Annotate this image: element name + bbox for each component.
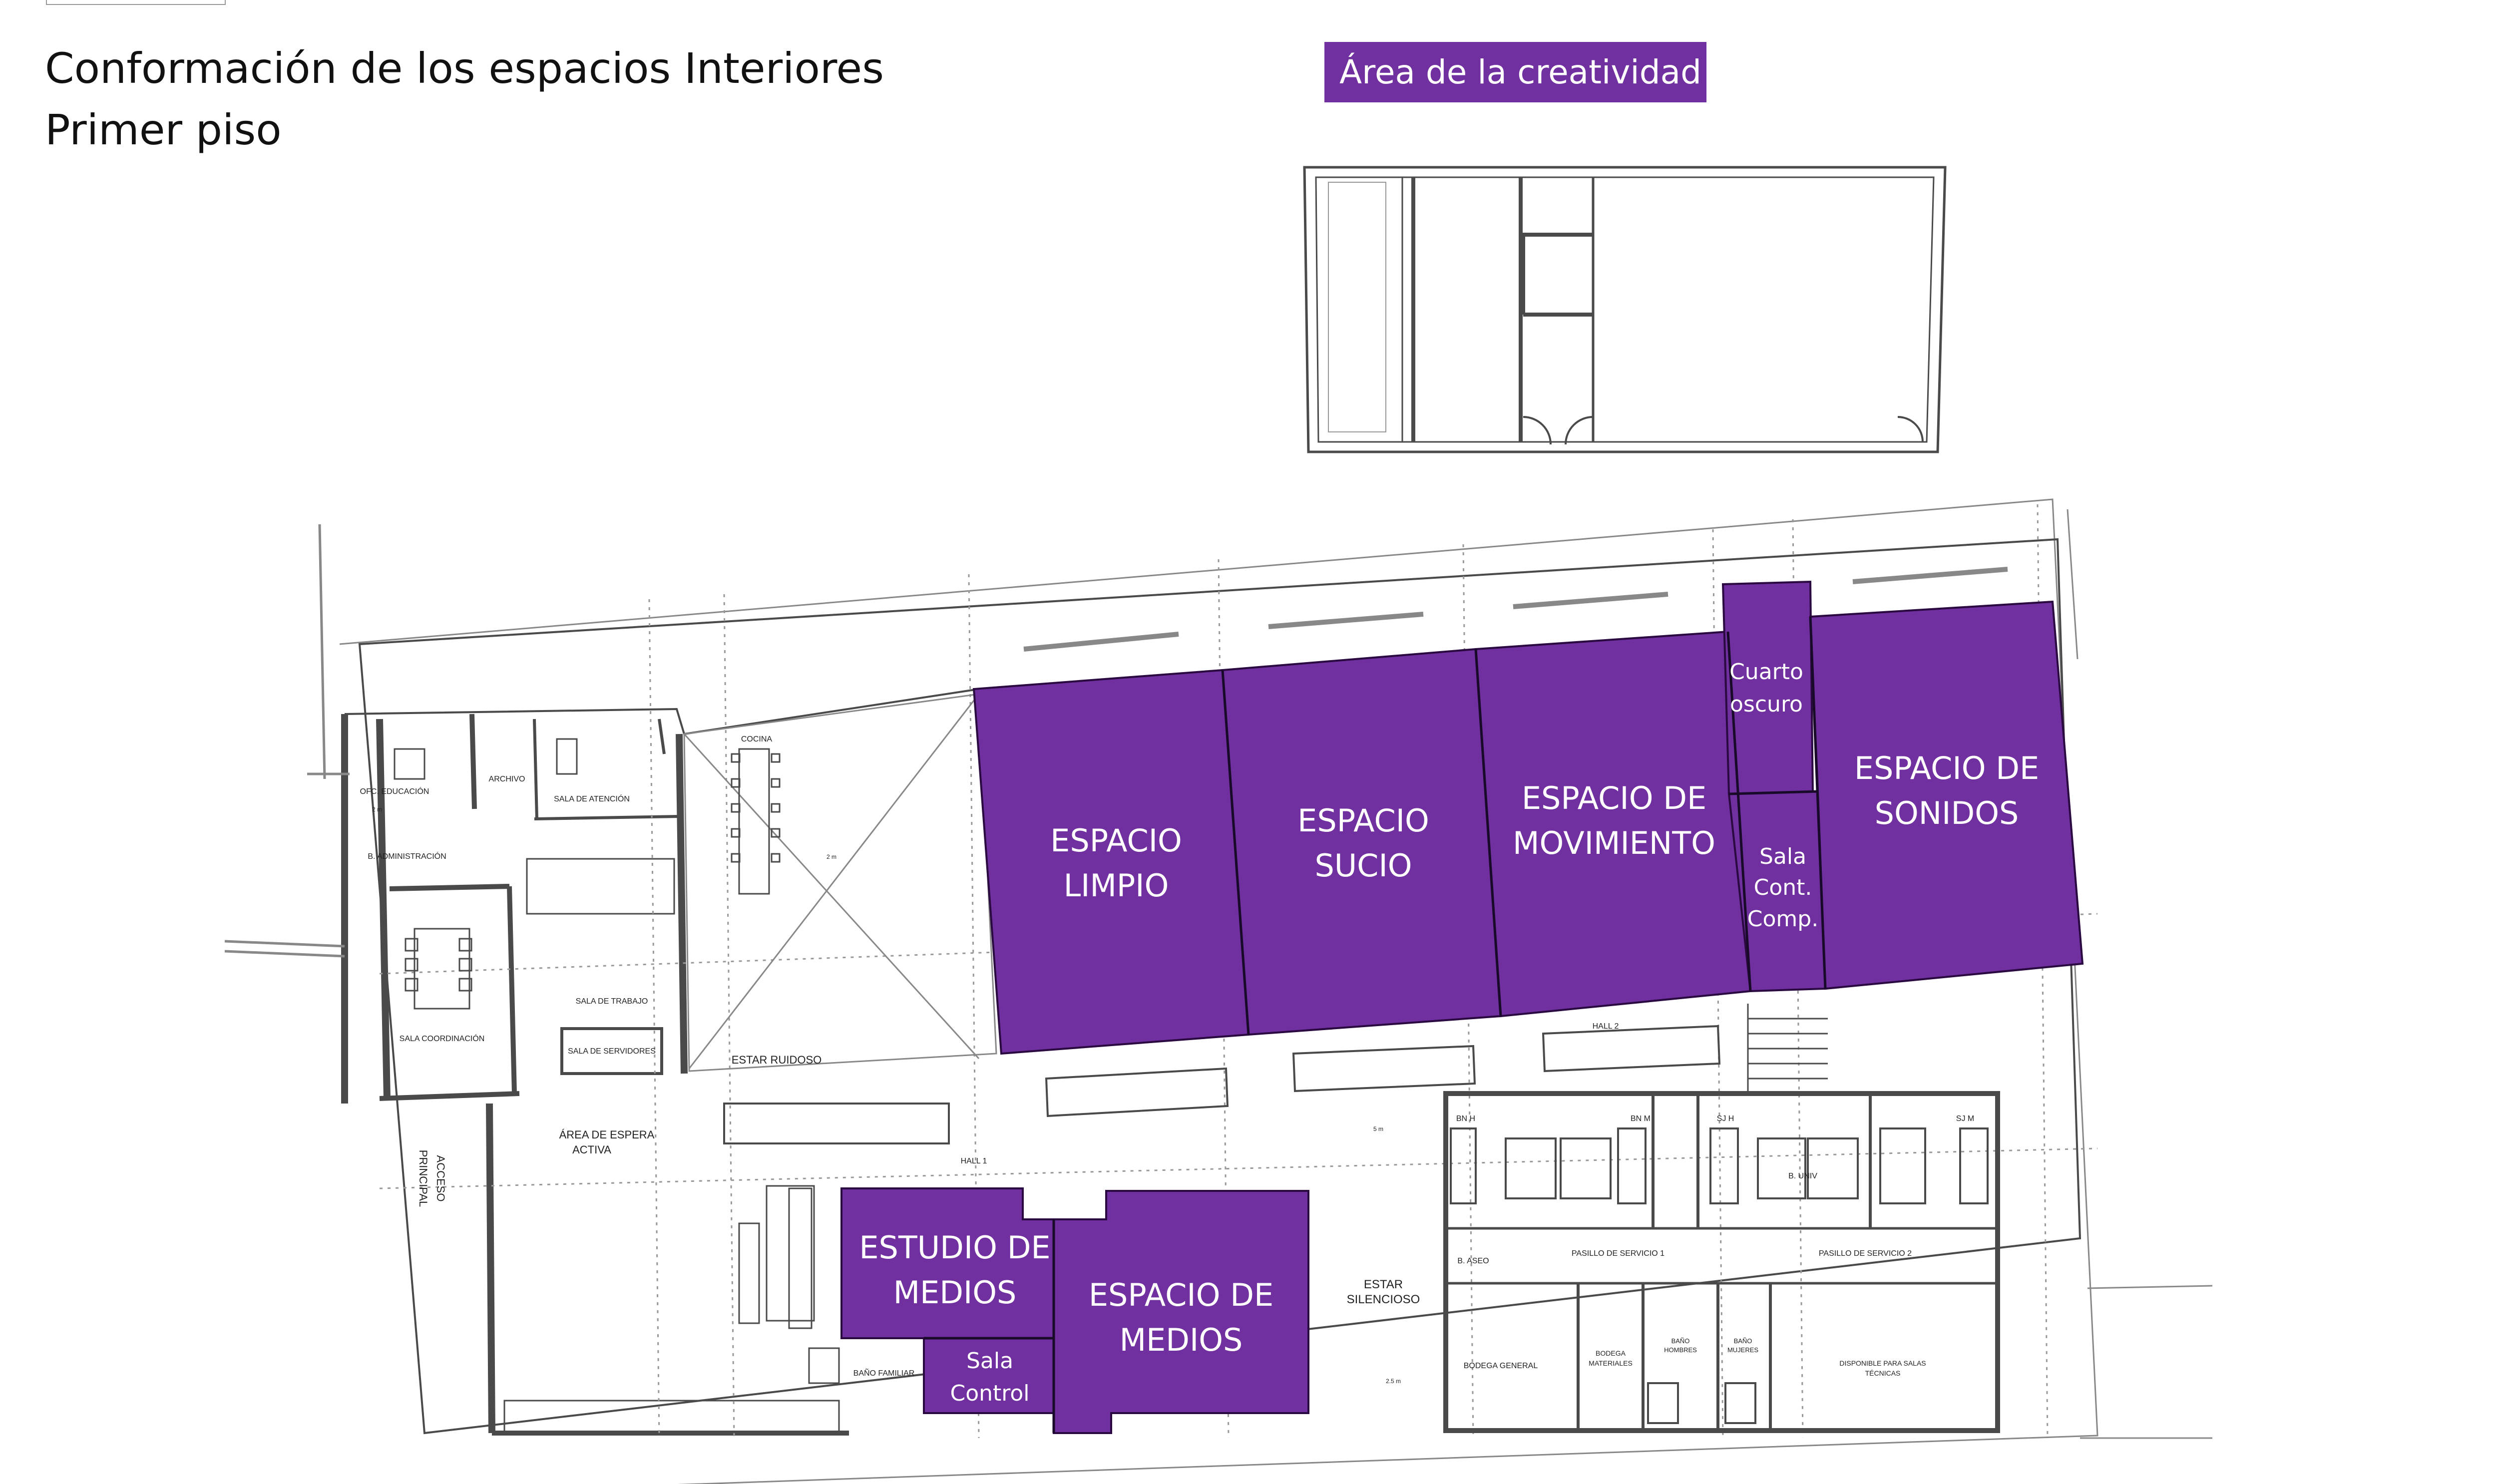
room-b-aseo: B. ASEO	[1457, 1257, 1489, 1265]
room-bodega-general: BODEGA GENERAL	[1464, 1362, 1538, 1370]
room-bano-hombres-1: BAÑO	[1671, 1337, 1690, 1345]
label-espacio-sonidos-1: ESPACIO DE	[1854, 750, 2039, 786]
dim-25m: 2.5 m	[1386, 1378, 1401, 1385]
room-bano-mujeres-1: BAÑO	[1734, 1337, 1752, 1345]
room-hall-1: HALL 1	[961, 1157, 987, 1165]
upper-floor-outline	[1303, 166, 1947, 453]
zone-espacio-movimiento	[1474, 630, 1752, 1018]
room-b-univ: B. UNIV	[1788, 1172, 1817, 1180]
slide-corner-mark	[46, 0, 226, 5]
slide-title: Conformación de los espacios Interiores	[45, 44, 884, 93]
office-furniture	[394, 738, 840, 1384]
label-sala-cont-comp-2: Cont.	[1754, 875, 1812, 900]
left-canopy	[224, 524, 350, 958]
room-sala-servidores: SALA DE SERVIDORES	[568, 1047, 656, 1056]
zone-labels: ESPACIO LIMPIO ESPACIO SUCIO ESPACIO DE …	[859, 750, 2039, 1358]
room-estar-silencioso-1: ESTAR	[1364, 1278, 1403, 1291]
chairs	[405, 753, 781, 992]
hall-benches	[723, 1025, 1721, 1144]
label-espacio-movimiento-2: MOVIMIENTO	[1513, 825, 1715, 861]
label-espacio-limpio-2: LIMPIO	[1064, 867, 1169, 904]
room-bn-m: BN M	[1631, 1114, 1651, 1123]
toilet-cubicles	[1450, 1127, 1989, 1424]
room-bodega-materiales-1: BODEGA	[1596, 1349, 1626, 1357]
room-bodega-materiales-2: MATERIALES	[1589, 1359, 1633, 1367]
room-labels: OFC. EDUCACIÓN ARCHIVO SALA DE ATENCIÓN …	[360, 735, 1975, 1385]
legend-label: Área de la creatividad	[1339, 53, 1701, 91]
room-disponible-2: TÉCNICAS	[1865, 1369, 1901, 1377]
room-sala-coordinacion: SALA COORDINACIÓN	[400, 1034, 485, 1043]
room-ofc-educacion: OFC. EDUCACIÓN	[360, 786, 429, 796]
room-sala-atencion: SALA DE ATENCIÓN	[554, 794, 630, 803]
label-estudio-medios-1: ESTUDIO DE	[859, 1229, 1050, 1266]
zone-dividers	[924, 616, 1827, 1433]
room-sj-h: SJ H	[1717, 1114, 1734, 1123]
dim-5m: 5 m	[1373, 1125, 1383, 1132]
small-zone-labels: Cuarto oscuro Sala Cont. Comp. Sala Cont…	[950, 659, 1818, 1406]
room-bn-h: BN H	[1456, 1114, 1475, 1123]
service-block	[1443, 1091, 2000, 1433]
label-espacio-sucio-2: SUCIO	[1314, 847, 1412, 884]
label-cuarto-oscuro-1: Cuarto	[1729, 659, 1803, 685]
room-bano-hombres-2: HOMBRES	[1664, 1346, 1697, 1354]
zone-espacio-sucio	[1221, 648, 1502, 1036]
room-hall-2: HALL 2	[1593, 1022, 1619, 1031]
legend-creativity-area: Área de la creatividad	[1324, 42, 1706, 102]
room-bano-mujeres-2: MUJERES	[1727, 1346, 1758, 1354]
room-acceso-2: PRINCIPAL	[417, 1150, 429, 1207]
ground-floor-outline	[339, 498, 2098, 1484]
room-acceso-1: ACCESO	[434, 1155, 447, 1202]
room-archivo: ARCHIVO	[489, 775, 525, 783]
zone-espacio-limpio	[972, 669, 1250, 1055]
dim-2m-b: 2 m	[827, 853, 836, 860]
room-sala-trabajo: SALA DE TRABAJO	[576, 997, 648, 1006]
east-edge	[2067, 509, 2213, 1439]
label-cuarto-oscuro-2: oscuro	[1730, 692, 1803, 717]
room-pasillo-1: PASILLO DE SERVICIO 1	[1572, 1249, 1665, 1258]
room-sj-m: SJ M	[1956, 1114, 1974, 1123]
label-espacio-medios-1: ESPACIO DE	[1089, 1277, 1273, 1313]
room-b-administracion: B. ADMINISTRACIÓN	[368, 851, 446, 861]
dim-2m-a: 2 m	[372, 806, 382, 813]
label-espacio-limpio-1: ESPACIO	[1050, 822, 1182, 859]
room-bano-familiar: BAÑO FAMILIAR	[853, 1368, 915, 1378]
label-sala-control-2: Control	[950, 1381, 1029, 1406]
room-estar-silencioso-2: SILENCIOSO	[1347, 1293, 1420, 1306]
room-pasillo-2: PASILLO DE SERVICIO 2	[1819, 1249, 1912, 1258]
creativity-zones	[840, 580, 2084, 1434]
label-estudio-medios-2: MEDIOS	[893, 1274, 1017, 1311]
room-area-espera-1: ÁREA DE ESPERA	[559, 1128, 655, 1141]
label-espacio-movimiento-1: ESPACIO DE	[1522, 780, 1706, 816]
access-label: ACCESO PRINCIPAL	[417, 1150, 447, 1207]
void-cross	[683, 693, 997, 1072]
slide-subtitle: Primer piso	[45, 105, 282, 154]
room-disponible-1: DISPONIBLE PARA SALAS	[1839, 1359, 1926, 1367]
stair	[1747, 1004, 1828, 1094]
room-area-espera-2: ACTIVA	[572, 1143, 611, 1156]
label-sala-control-1: Sala	[966, 1348, 1013, 1374]
label-sala-cont-comp-3: Comp.	[1747, 906, 1818, 932]
label-espacio-sonidos-2: SONIDOS	[1875, 795, 2019, 831]
room-cocina: COCINA	[741, 735, 773, 743]
room-estar-ruidoso: ESTAR RUIDOSO	[732, 1054, 822, 1066]
label-espacio-medios-2: MEDIOS	[1120, 1322, 1243, 1358]
zone-espacio-medios	[1053, 1190, 1309, 1434]
label-espacio-sucio-1: ESPACIO	[1297, 802, 1429, 839]
facade-louvres	[1023, 567, 2008, 652]
label-sala-cont-comp-1: Sala	[1759, 844, 1806, 869]
